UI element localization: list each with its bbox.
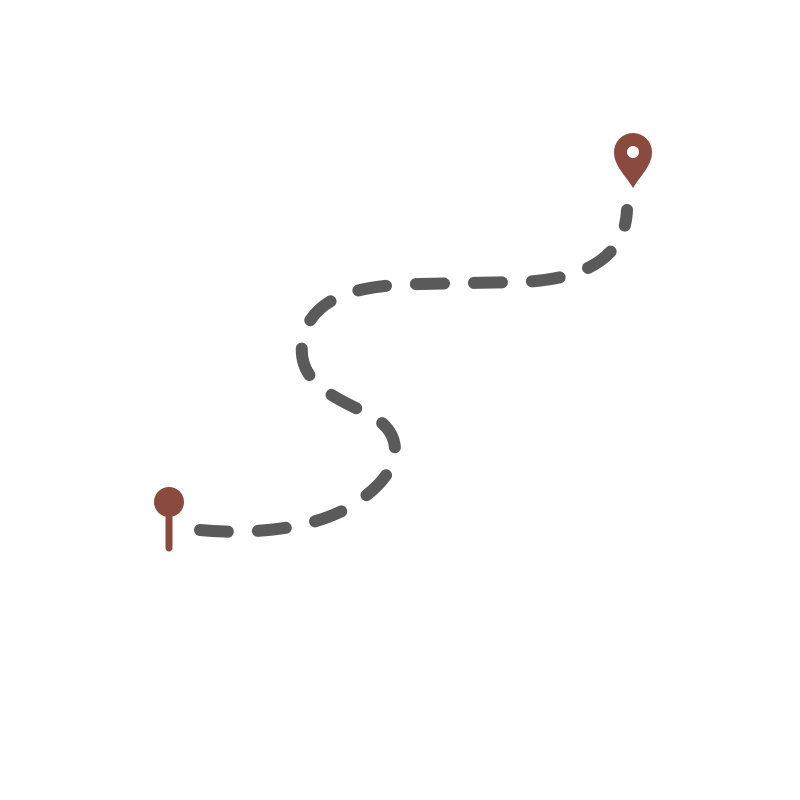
pushpin-icon	[154, 487, 184, 552]
dashed-route-path	[194, 204, 633, 538]
map-pin-icon	[614, 133, 652, 188]
map-pin-hole	[627, 146, 639, 158]
map-pin-body	[614, 133, 652, 188]
pushpin-head	[154, 487, 184, 517]
